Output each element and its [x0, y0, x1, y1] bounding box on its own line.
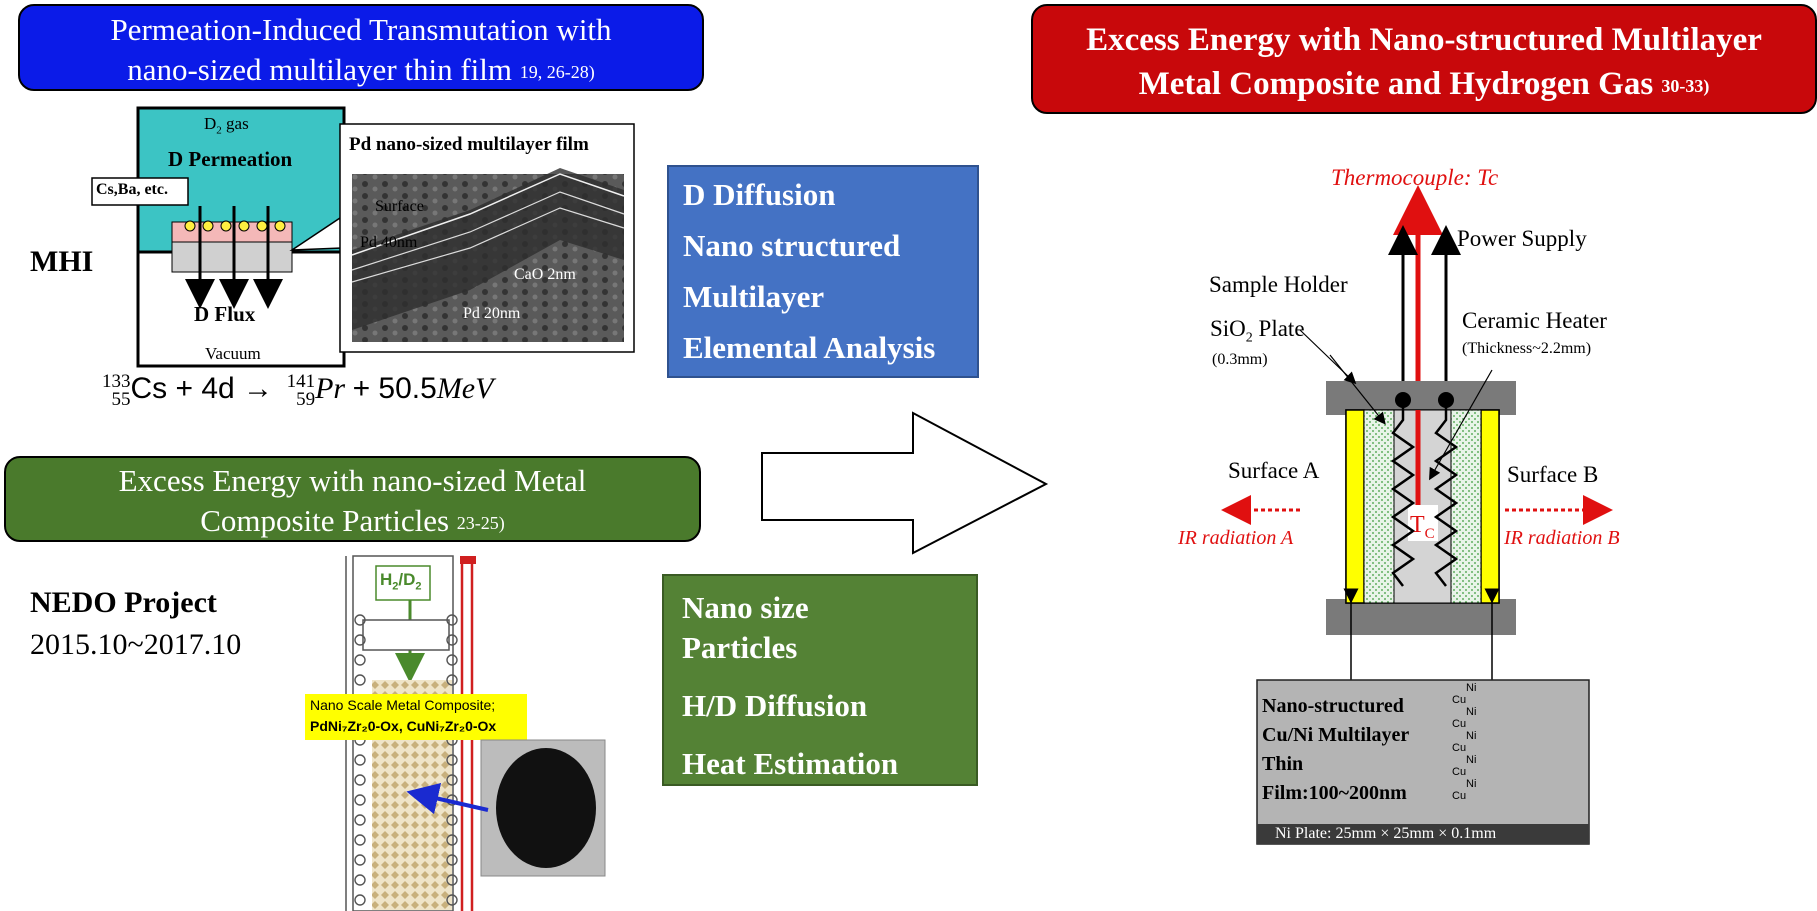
pd-substrate: [171, 241, 293, 273]
pd-film-callout: [289, 123, 635, 353]
d2-gas-label: D2 gas: [204, 114, 249, 137]
ni-plate-b: [1480, 409, 1500, 604]
cao-label: CaO 2nm: [514, 266, 576, 283]
info-green-item: Particles: [682, 630, 798, 665]
header-permeation-line1: Permeation-Induced Transmutation with: [110, 12, 612, 47]
power-supply-label: Power Supply: [1457, 226, 1587, 251]
ni-plate-a: [1345, 409, 1365, 604]
mhi-chamber: [91, 106, 346, 368]
vacuum-label: Vacuum: [205, 344, 261, 363]
ni-plate-label: Ni Plate: 25mm × 25mm × 0.1mm: [1275, 825, 1497, 842]
info-blue-item: Nano structured: [683, 228, 901, 263]
layer-label: Cu: [1452, 790, 1467, 802]
heater-coil-right: [1433, 400, 1459, 587]
info-box-d-diffusion: D Diffusion Nano structured Multilayer E…: [667, 165, 979, 378]
header-green-line2: Composite Particles: [200, 503, 450, 538]
layer-label: Cu: [1452, 766, 1467, 778]
cu-ni-line: Film:100~200nm: [1262, 782, 1407, 804]
info-blue-item: Elemental Analysis: [683, 330, 936, 365]
info-blue-item: D Diffusion: [683, 177, 836, 212]
header-green-ref: 23-25): [456, 513, 505, 533]
photo-pointer-arrow: [406, 782, 489, 815]
pd20-label: Pd 20nm: [463, 305, 521, 322]
info-blue-item: Multilayer: [683, 279, 825, 314]
ir-radiation-a-label: IR radiation A: [1178, 527, 1294, 549]
sample-holder-label: Sample Holder: [1209, 272, 1348, 297]
d-permeation-label: D Permeation: [168, 147, 293, 171]
layer-label: Ni: [1466, 730, 1477, 742]
ir-radiation-b-label: IR radiation B: [1504, 527, 1620, 549]
sio2-thickness-label: (0.3mm): [1212, 351, 1268, 368]
header-red-line2: Metal Composite and Hydrogen Gas: [1138, 66, 1654, 102]
pd-film-title: Pd nano-sized multilayer film: [349, 134, 589, 155]
info-green-item: Heat Estimation: [682, 746, 899, 781]
heater-coil-left: [1390, 400, 1416, 587]
layer-label: Cu: [1452, 718, 1467, 730]
cu-ni-line: Thin: [1262, 753, 1304, 775]
header-permeation: Permeation-Induced Transmutation with na…: [18, 4, 704, 91]
nedo-project-label: NEDO Project: [30, 586, 217, 619]
layer-label: Cu: [1452, 694, 1467, 706]
transition-arrow: [761, 411, 1049, 555]
layer-label: Ni: [1466, 778, 1477, 790]
header-green-line1: Excess Energy with nano-sized Metal: [118, 463, 587, 498]
ni-plate-bar: [1257, 824, 1589, 844]
sio2-plate-b: [1450, 409, 1482, 604]
layer-label: Ni: [1466, 682, 1477, 694]
cu-ni-description: Nano-structured Cu/Ni Multilayer Thin Fi…: [1262, 692, 1409, 808]
composite-label-box: [305, 694, 527, 740]
pr-symbol: Pr: [315, 372, 346, 405]
surface-b-label: Surface B: [1507, 462, 1599, 487]
ceramic-heater-label: Ceramic Heater: [1462, 308, 1607, 333]
thermocouple-label: Thermocouple: Tc: [1331, 165, 1499, 190]
sio2-plate-a: [1363, 409, 1395, 604]
layer-label: Ni: [1466, 754, 1477, 766]
layer-label: Ni: [1466, 706, 1477, 718]
composite-line2: PdNi₇Zr₂0-Ox, CuNi₇Zr₂0-Ox: [310, 718, 497, 734]
heater-thickness-label: (Thickness~2.2mm): [1462, 340, 1592, 357]
info-box-nano-particles: Nano size Particles H/D Diffusion Heat E…: [662, 574, 978, 786]
cs-atoms: [184, 220, 286, 232]
nedo-dates: 2015.10~2017.10: [30, 628, 242, 661]
header-excess-energy-particles: Excess Energy with nano-sized Metal Comp…: [4, 456, 701, 542]
cs-ba-label: Cs,Ba, etc.: [96, 181, 168, 198]
composite-line1: Nano Scale Metal Composite;: [310, 697, 496, 713]
energy-value: + 50.5: [352, 372, 437, 405]
mhi-label: MHI: [30, 245, 94, 278]
nedo-reactor: [305, 555, 606, 911]
holder-bottom: [1326, 599, 1516, 635]
h2d2-label: H2/D2: [380, 570, 422, 593]
particle-sample: [496, 748, 596, 868]
tc-label: TC: [1410, 512, 1435, 542]
cs-symbol: Cs + 4d →: [130, 372, 274, 405]
cu-ni-line: Nano-structured: [1262, 695, 1404, 717]
sample-apparatus: [1221, 185, 1613, 845]
surface-a-label: Surface A: [1228, 458, 1320, 483]
header-red-ref: 30-33): [1661, 76, 1710, 96]
cu-ni-line: Cu/Ni Multilayer: [1262, 724, 1410, 746]
surface-label: Surface: [375, 198, 424, 215]
header-permeation-line2: nano-sized multilayer thin film: [127, 52, 513, 87]
h2d2-inlet-box: [375, 565, 431, 601]
info-green-item: Nano size: [682, 590, 809, 625]
header-red-line1: Excess Energy with Nano-structured Multi…: [1086, 22, 1762, 58]
info-green-item: H/D Diffusion: [682, 688, 868, 723]
header-excess-energy-multilayer: Excess Energy with Nano-structured Multi…: [1031, 4, 1817, 114]
d-flux-label: D Flux: [194, 302, 256, 326]
header-permeation-ref: 19, 26-28): [519, 62, 595, 82]
layer-label: Cu: [1452, 742, 1467, 754]
pd40-label: Pd 40nm: [360, 234, 418, 251]
sio2-plate-label: SiO2 Plate: [1210, 316, 1305, 346]
cs-ba-label-box: [91, 177, 189, 206]
cu-ni-micrograph: [1256, 679, 1590, 845]
layer-labels: Ni Cu Ni Cu Ni Cu Ni Cu Ni Cu: [1452, 682, 1476, 802]
energy-unit: MeV: [436, 372, 494, 405]
